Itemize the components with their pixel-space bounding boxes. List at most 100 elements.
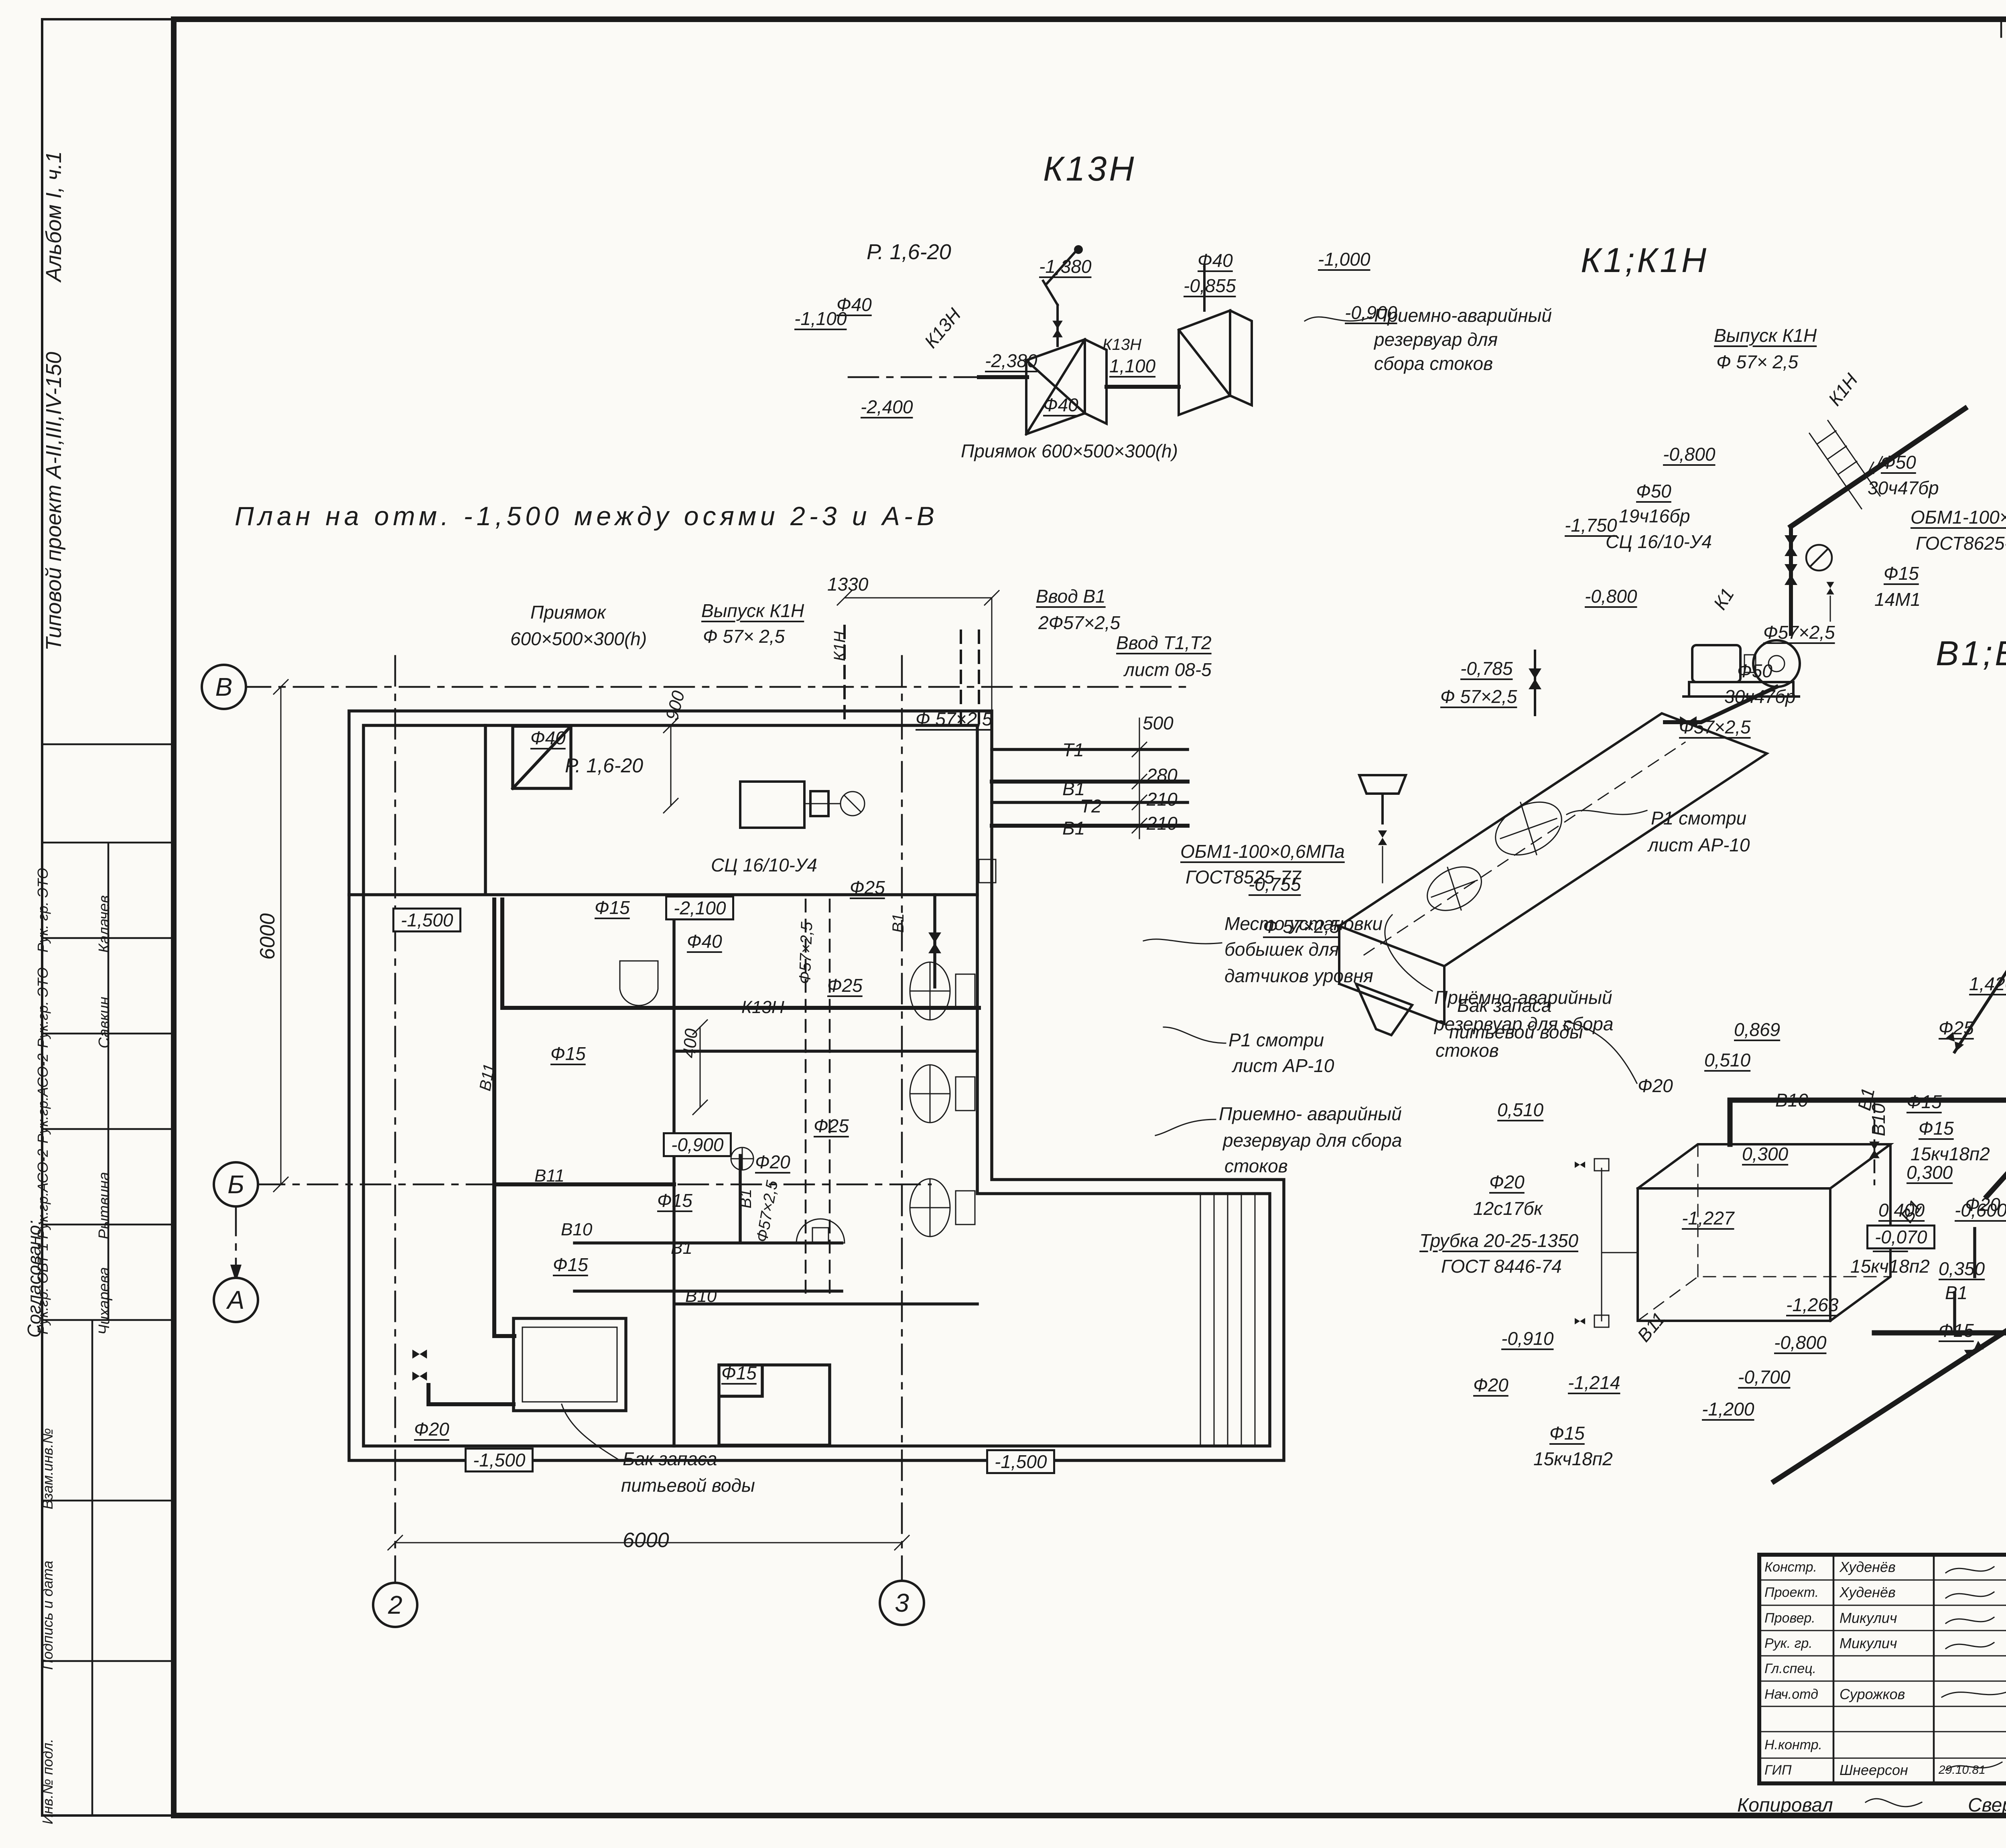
dim-label: резервуар для сбора <box>1434 1013 1614 1034</box>
dim-label: стоков <box>1435 1040 1499 1061</box>
dim-label: Ф40 <box>687 931 722 952</box>
axis-circle-В: В <box>201 664 247 710</box>
dim-label: 1,420 <box>1969 973 2006 994</box>
dim-label: 0,300 <box>1742 1143 1789 1164</box>
dim-label: Место установки <box>1224 913 1383 934</box>
dim-label: Ф 57×2,5 <box>916 709 993 729</box>
tb-role: Н.контр. <box>1764 1737 1822 1753</box>
dim-label: 1,100 <box>1109 355 1156 376</box>
dim-label: -1,200 <box>1702 1399 1754 1420</box>
dim-label: К1Н <box>831 631 849 661</box>
copied-label: Копировал <box>1737 1795 1833 1816</box>
dim-label: 0,869 <box>1734 1019 1781 1040</box>
dim-label: Ф 57×2,5 <box>1440 686 1517 707</box>
dim-label: -1,500 <box>986 1449 1056 1474</box>
dim-label: Ф50 <box>1636 481 1671 502</box>
dim-label: 15кч18п2 <box>1850 1256 1930 1277</box>
scheme-k13n-lines <box>847 245 1372 436</box>
dim-label: Бак запаса <box>1457 995 1552 1016</box>
dim-label: Приямок <box>530 602 606 623</box>
dim-label: -2,400 <box>861 396 913 417</box>
dim-label: Ф20 <box>1473 1375 1509 1395</box>
dim-label: -0,855 <box>1184 275 1236 296</box>
stamp-name: Чихарева <box>96 1267 113 1335</box>
dim-label: -0,800 <box>1774 1332 1827 1353</box>
stamp-role: Рук.гр. ЭТО <box>35 967 51 1048</box>
stamp-name: Савкин <box>96 997 113 1048</box>
tb-role: Провер. <box>1764 1610 1815 1626</box>
dim-label: В1 <box>671 1238 692 1258</box>
stamp-role: Рук. гр. ЭТО <box>35 868 51 952</box>
stamp-name: Калачев <box>96 895 113 953</box>
dim-label: -0,800 <box>1585 586 1637 607</box>
dim-label: -1,500 <box>465 1448 534 1473</box>
dim-label: Ф20 <box>1638 1075 1673 1096</box>
plan-axes <box>230 589 1191 1586</box>
section-title-b1: В1;В10;В11 <box>1936 634 2006 673</box>
dim-label: датчиков уровня <box>1224 965 1373 986</box>
sidebar-album-label: Альбом I, ч.1 <box>42 151 66 282</box>
dim-label: -0,600 <box>1955 1200 2006 1220</box>
dim-label: К13Н <box>741 997 784 1017</box>
section-title-k13n: К13Н <box>1043 150 1137 188</box>
dim-label: -0,785 <box>1460 658 1513 679</box>
tb-role: Гл.спец. <box>1764 1661 1817 1677</box>
dim-label: Ф40 <box>530 727 566 748</box>
dim-label: 6000 <box>256 913 279 960</box>
scheme-k1-lines <box>1663 404 1969 727</box>
dim-label: В1 <box>1945 1282 1968 1303</box>
dim-label: Ф25 <box>827 975 863 996</box>
dim-label: -1,263 <box>1786 1294 1839 1315</box>
dim-label: В10 <box>561 1220 593 1239</box>
stamp-name: Рытвина <box>96 1172 113 1239</box>
dim-label: Т1 <box>1062 739 1084 760</box>
dim-label: В1 <box>889 913 907 933</box>
dim-label: Ф15 <box>1549 1423 1585 1444</box>
sidebar-cell-label: Инв.№ подл. <box>39 1738 56 1824</box>
dim-label: -2,100 <box>665 896 735 921</box>
stamp-role: Рук.гр.АСО-2 <box>35 1053 51 1143</box>
dim-label: Ф15 <box>721 1363 757 1383</box>
dim-label: -0,070 <box>1866 1225 1936 1250</box>
dim-label: Выпуск К1Н <box>701 600 804 621</box>
dim-label: 500 <box>1143 713 1174 733</box>
dim-label: резервуар для сбора <box>1223 1130 1402 1151</box>
dim-label: Ф 57×2,5 <box>1263 916 1340 937</box>
dim-label: Ф25 <box>814 1115 849 1136</box>
dim-label: Приемно-аварийный <box>1374 305 1552 326</box>
dim-label: Ф15 <box>1884 563 1919 584</box>
tb-name: Худенёв <box>1840 1559 1896 1575</box>
stamp-role: Рук.гр. ОВТ 1 <box>35 1243 51 1334</box>
axis-circle-2: 2 <box>372 1582 418 1628</box>
dim-label: 30ч47бр <box>1724 686 1796 707</box>
dim-label: 14М1 <box>1874 589 1921 610</box>
dim-label: Ф15 <box>553 1254 588 1275</box>
dim-label: Ф25 <box>1939 1017 1974 1038</box>
dim-label: резервуар для <box>1374 329 1498 350</box>
dim-label: Ф20 <box>1489 1172 1525 1192</box>
dim-label: СЦ 16/10-У4 <box>1606 531 1712 552</box>
dim-label: -1,500 <box>392 908 462 933</box>
stamp-role: Рук.гр.АСО-2 <box>35 1149 51 1239</box>
dim-label: Ф15 <box>550 1043 586 1064</box>
dim-label: 400 <box>679 1028 702 1059</box>
dim-label: 0,400 <box>1878 1200 1925 1220</box>
tb-role: Констр. <box>1764 1560 1817 1575</box>
dim-label: 2Ф57×2,5 <box>1038 612 1121 633</box>
scheme-b1-lines <box>1564 810 2006 1485</box>
sidebar-cell-label: Взам.инв.№ <box>39 1428 56 1509</box>
checked-label: Сверил <box>1968 1795 2006 1816</box>
dim-label: 1330 <box>827 574 869 595</box>
dim-label: ГОСТ8525-77 <box>1186 867 1301 887</box>
dim-label: К13Н <box>1102 336 1141 353</box>
dim-label: Ф40 <box>1043 394 1078 415</box>
dim-label: 12с17бк <box>1473 1198 1543 1219</box>
dim-label: бобышек для <box>1224 939 1339 960</box>
dim-label: Ф15 <box>1919 1118 1954 1139</box>
dim-label: стоков <box>1224 1156 1288 1176</box>
scheme-reservoir-lines <box>1336 650 1770 1037</box>
dim-label: -1,750 <box>1565 515 1617 536</box>
plan-title: План на отм. -1,500 между осями 2-3 и А-… <box>235 501 938 531</box>
